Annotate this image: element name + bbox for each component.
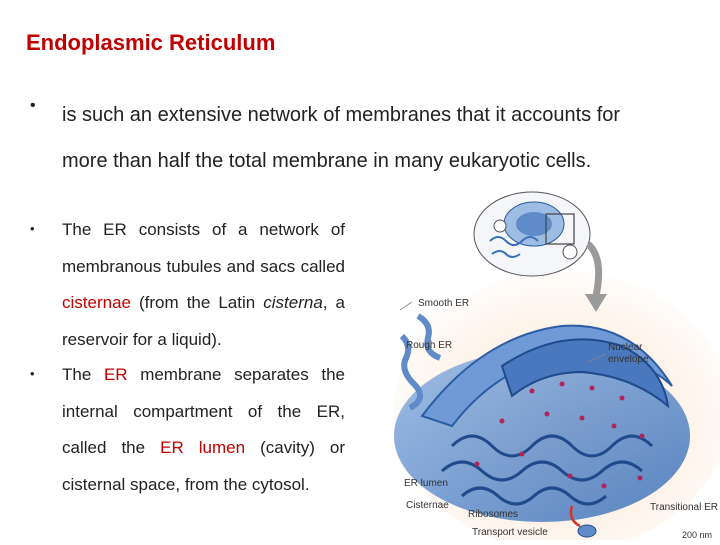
bullet-text-1: is such an extensive network of membrane… — [62, 104, 621, 172]
bullet-marker: • — [30, 366, 35, 381]
label-smooth-er: Smooth ER — [418, 298, 469, 309]
label-nuclear: Nuclear — [608, 342, 643, 353]
label-transitional-er: Transitional ER — [650, 502, 718, 513]
zoom-arrow-head — [585, 294, 607, 312]
bullet-text-3: The ER membrane separates the internal c… — [62, 357, 345, 503]
text-segment: The — [62, 365, 104, 384]
text-segment: The ER consists of a network of membrano… — [62, 220, 345, 276]
text-segment: membrane separates the internal compartm… — [62, 365, 345, 457]
er-illustration: Smooth ER Rough ER Nuclear envelope ER l… — [382, 186, 720, 545]
label-er-lumen: ER lumen — [404, 478, 448, 489]
zoom-box — [545, 213, 575, 245]
zoom-arrow — [585, 241, 603, 297]
er-network — [394, 313, 690, 538]
term-er-lumen: ER lumen — [160, 438, 246, 457]
slide-title: Endoplasmic Reticulum — [26, 30, 276, 55]
cell-thumbnail — [473, 191, 591, 277]
label-cisternae: Cisternae — [406, 500, 449, 511]
label-transport-vesicle: Transport vesicle — [472, 527, 548, 538]
bullet-marker: • — [30, 221, 35, 236]
bullet-marker: • — [30, 97, 36, 114]
term-cisterna: cisterna — [263, 293, 323, 312]
text-segment: (cavity) or cisternal space, from the cy… — [62, 438, 346, 494]
label-envelope: envelope — [608, 354, 649, 365]
label-ribosomes: Ribosomes — [468, 509, 518, 520]
term-cisternae: cisternae — [62, 293, 131, 312]
er-diagram-svg: Smooth ER Rough ER Nuclear envelope ER l… — [394, 191, 720, 545]
text-segment: (from the Latin — [130, 293, 264, 312]
text-segment: , a reservoir for a liquid). — [62, 293, 345, 349]
label-scale: 200 nm — [682, 530, 712, 540]
label-rough-er: Rough ER — [406, 340, 452, 351]
figure-labels: Smooth ER Rough ER Nuclear envelope ER l… — [399, 298, 718, 540]
bullet-text-2: The ER consists of a network of membrano… — [62, 212, 345, 358]
term-er: ER — [103, 365, 128, 384]
